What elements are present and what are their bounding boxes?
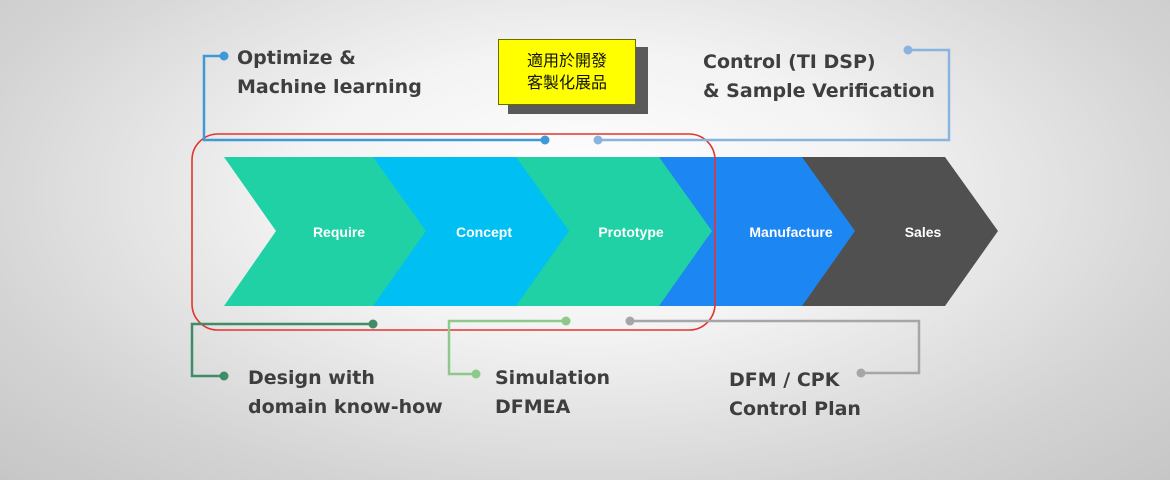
chevron-prototype xyxy=(510,157,712,306)
connector-dot xyxy=(540,135,550,145)
connector-dot xyxy=(625,316,635,326)
note-dfm-line-1: DFM / CPK xyxy=(729,369,840,391)
chevron-manufacture xyxy=(653,157,855,306)
note-simulation-line-1: Simulation xyxy=(495,367,611,389)
note-control-line-1: Control (TI DSP) xyxy=(703,51,876,73)
chevron-concept xyxy=(367,157,569,306)
stage-label-prototype: Prototype xyxy=(598,224,664,240)
note-dfm-line-2: Control Plan xyxy=(729,398,861,420)
connector-dfm xyxy=(630,319,921,375)
highlight-frame xyxy=(191,133,716,331)
note-control: Control (TI DSP) & Sample Verification xyxy=(703,48,935,106)
note-optimize-line-1: Optimize & xyxy=(237,47,356,69)
stage-label-require: Require xyxy=(313,224,365,240)
note-design-line-2: domain know-how xyxy=(248,396,443,418)
note-optimize-line-2: Machine learning xyxy=(237,76,422,98)
stage-label-manufacture: Manufacture xyxy=(749,224,832,240)
note-design: Design with domain know-how xyxy=(248,364,443,422)
connector-dot xyxy=(593,135,603,145)
note-simulation: Simulation DFMEA xyxy=(495,364,610,422)
connector-dot xyxy=(903,45,913,55)
note-dfm: DFM / CPK Control Plan xyxy=(729,366,861,424)
connector-dot xyxy=(856,368,866,378)
connector-design xyxy=(190,322,373,378)
chevron-sales xyxy=(796,157,998,306)
connector-simulation xyxy=(447,319,566,376)
connector-dot xyxy=(219,371,229,381)
callout-line-2: 客製化展品 xyxy=(526,73,607,92)
connector-dot xyxy=(471,369,481,379)
connector-optimize xyxy=(202,54,545,142)
callout-line-1: 適用於開發 xyxy=(526,51,607,70)
callout-box: 適用於開發 客製化展品 xyxy=(498,39,636,105)
stage-label-sales: Sales xyxy=(905,224,942,240)
connector-dot xyxy=(368,319,378,329)
connector-dot xyxy=(219,51,229,61)
chevron-require xyxy=(224,157,426,306)
stage-label-concept: Concept xyxy=(456,224,512,240)
note-design-line-1: Design with xyxy=(248,367,375,389)
note-simulation-line-2: DFMEA xyxy=(495,396,571,418)
connector-dot xyxy=(561,316,571,326)
note-control-line-2: & Sample Verification xyxy=(703,80,935,102)
connector-control xyxy=(598,48,951,142)
note-optimize: Optimize & Machine learning xyxy=(237,44,422,102)
